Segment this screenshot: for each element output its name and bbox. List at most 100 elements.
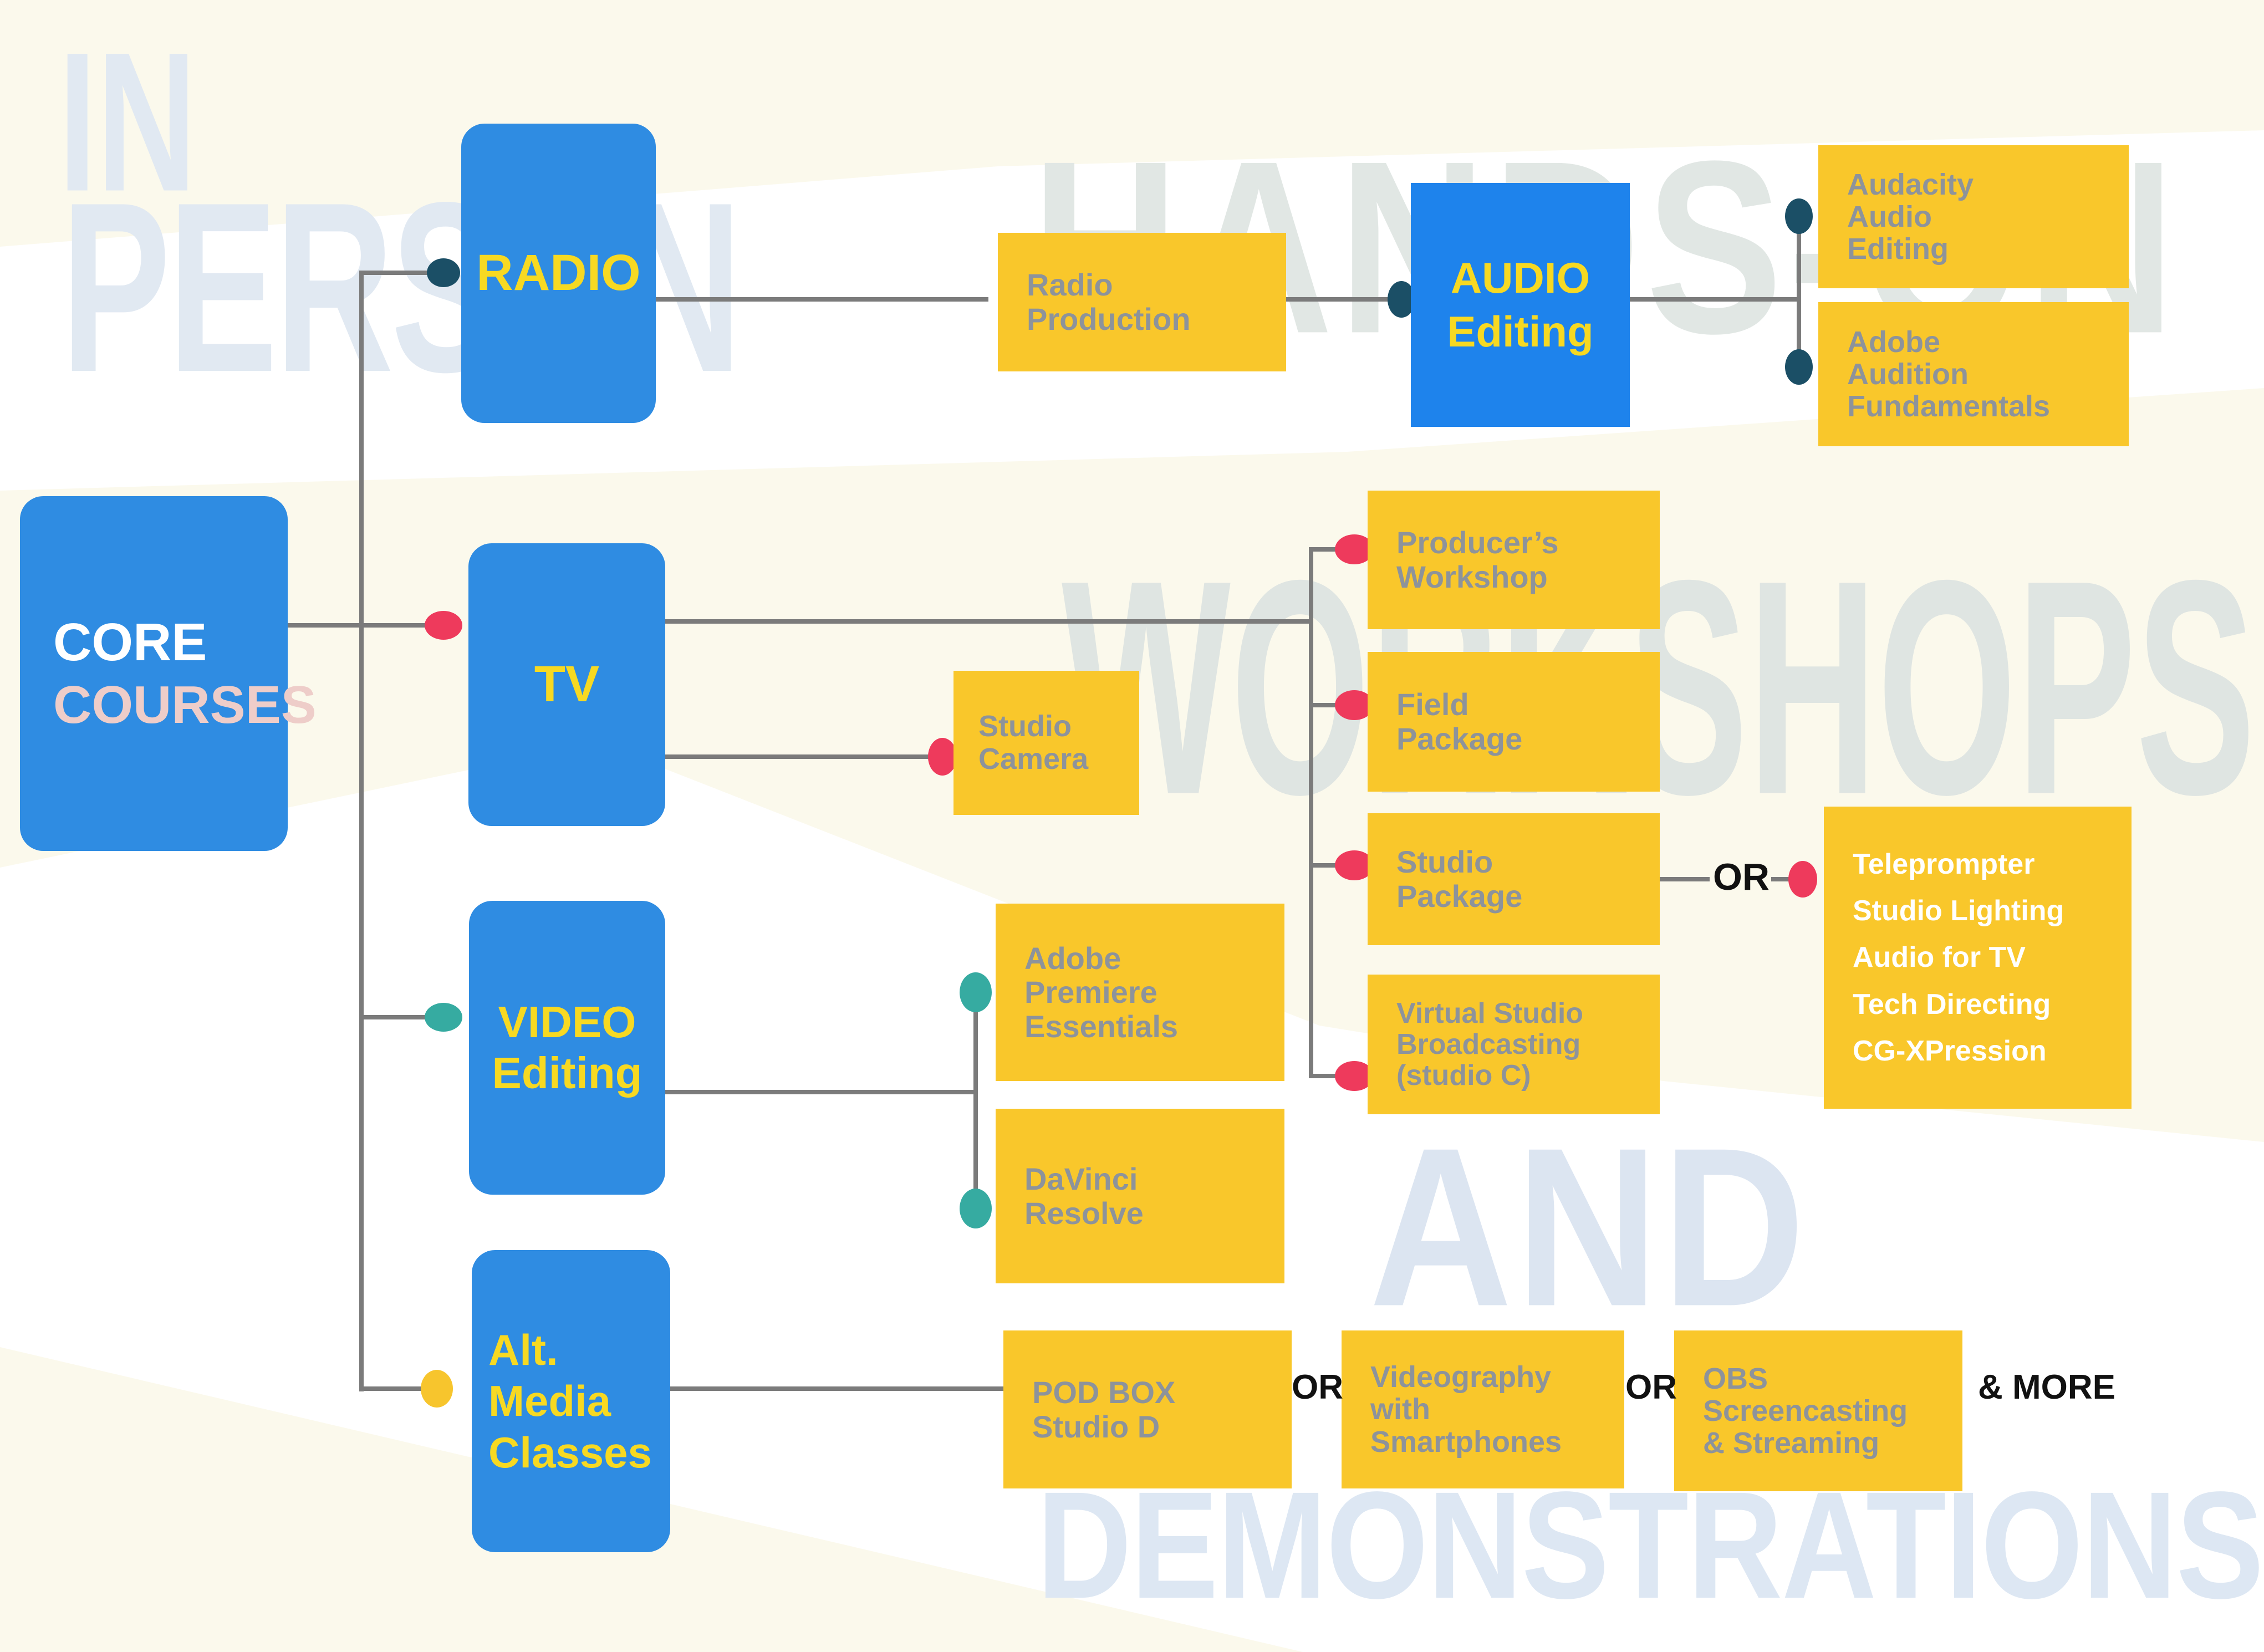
line-stub-field [1313, 703, 1341, 707]
label-or-podbox: OR [1292, 1368, 1343, 1406]
node-adobe-audition-fundamentals-label: Adobe [1847, 325, 1940, 359]
node-audacity-audio-editing-label: Audacity [1847, 167, 1974, 201]
line-or-to-teleprompter [1771, 877, 1799, 881]
line-spine-main [359, 271, 364, 1391]
node-pod-box-studio-d-label: POD BOX [1032, 1374, 1176, 1410]
line-tv-to-spine2 [665, 619, 1313, 624]
bg-word-in: IN [58, 10, 197, 233]
line-stub-alt [361, 1386, 439, 1391]
dot-teleprompter [1788, 861, 1817, 898]
bg-word-and: AND [1369, 1101, 1809, 1354]
dot-studio-package [1335, 850, 1374, 880]
node-audio-editing-label: Editing [1447, 307, 1594, 356]
node-adobe-premiere-essentials-label: Adobe [1024, 940, 1121, 976]
line-tv-to-camera [665, 754, 931, 759]
node-radio-label: RADIO [476, 244, 641, 302]
dot-virtual [1335, 1061, 1374, 1091]
node-alt-media-classes-label: Alt. [488, 1325, 558, 1375]
node-core-courses-label: CORE [53, 612, 207, 672]
dot-radio [427, 258, 460, 287]
node-studio-camera-label: Camera [978, 742, 1089, 776]
line-alt-to-podbox [670, 1386, 1025, 1391]
node-alt-media-classes-label: Classes [488, 1427, 652, 1477]
node-radio-production-label: Radio [1027, 267, 1113, 303]
node-studio-package-label: Package [1396, 879, 1523, 914]
node-teleprompter-list-label: Teleprompter [1853, 848, 2035, 880]
node-tv-label: TV [534, 656, 600, 713]
node-virtual-studio-broadcasting-label: (studio C) [1396, 1059, 1531, 1092]
node-field-package-label: Field [1396, 687, 1469, 722]
node-audacity-audio-editing-label: Audio [1847, 200, 1932, 233]
dot-video [425, 1003, 462, 1032]
node-audacity-audio-editing-label: Editing [1847, 232, 1949, 266]
node-radio: RADIO [461, 124, 656, 423]
node-alt-media-classes-label: Media [488, 1376, 611, 1426]
node-obs-screencasting-label: OBS [1703, 1362, 1768, 1395]
node-video-editing-label: VIDEO [498, 997, 636, 1047]
node-obs-screencasting-label: Screencasting [1703, 1394, 1908, 1427]
node-teleprompter-list-label: Studio Lighting [1853, 895, 2064, 927]
node-virtual-studio-broadcasting-label: Virtual Studio [1396, 997, 1584, 1029]
dot-audio-editing [1388, 281, 1415, 318]
line-branch-audio-vertical [1797, 215, 1801, 368]
line-stub-producers [1313, 547, 1341, 552]
node-davinci-resolve-label: Resolve [1024, 1195, 1144, 1231]
node-teleprompter-list-label: Tech Directing [1853, 988, 2051, 1021]
label-and-more: & MORE [1978, 1368, 2115, 1406]
dot-audition [1785, 349, 1813, 385]
line-radio-to-production [656, 297, 988, 302]
label-or-studio-package: OR [1713, 856, 1770, 898]
line-production-to-audio [1286, 297, 1394, 302]
node-studio-camera-label: Studio [978, 709, 1072, 743]
node-core-courses-label: COURSES [53, 675, 317, 735]
node-field-package-label: Package [1396, 721, 1523, 756]
line-stub-video [361, 1015, 445, 1019]
line-branch-video-vertical [973, 992, 978, 1210]
label-or-videography: OR [1625, 1368, 1677, 1406]
dot-tv [425, 611, 462, 640]
dot-davinci [960, 1189, 992, 1228]
node-teleprompter-list-label: CG-XPression [1853, 1034, 2047, 1067]
line-stub-studio-package [1313, 863, 1341, 868]
bg-word-workshops: WORKSHOPS, [1062, 516, 2264, 858]
node-virtual-studio-broadcasting-label: Broadcasting [1396, 1028, 1581, 1060]
line-core-to-tv [288, 623, 446, 628]
line-spine2-vertical [1309, 547, 1313, 1078]
node-radio-production-label: Production [1027, 302, 1191, 336]
dot-field [1335, 690, 1374, 720]
node-videography-smartphones-label: with [1370, 1393, 1430, 1426]
node-videography-smartphones-label: Videography [1370, 1360, 1552, 1394]
line-stub-virtual [1313, 1074, 1341, 1078]
node-tv: TV [468, 543, 665, 826]
node-studio-package-label: Studio [1396, 844, 1493, 880]
node-producers-workshop-label: Producer’s [1396, 525, 1559, 560]
node-videography-smartphones-label: Smartphones [1370, 1425, 1562, 1459]
dot-producers [1335, 534, 1374, 564]
node-obs-screencasting-label: & Streaming [1703, 1426, 1880, 1460]
node-davinci-resolve-label: DaVinci [1024, 1161, 1138, 1196]
node-adobe-audition-fundamentals-label: Audition [1847, 357, 1969, 391]
dot-alt-left [421, 1370, 453, 1408]
line-stub-radio [361, 271, 445, 275]
line-audio-to-branch [1630, 297, 1799, 302]
node-adobe-audition-fundamentals-label: Fundamentals [1847, 390, 2051, 424]
node-video-editing-label: Editing [492, 1048, 643, 1098]
node-adobe-premiere-essentials-label: Premiere [1024, 975, 1158, 1010]
